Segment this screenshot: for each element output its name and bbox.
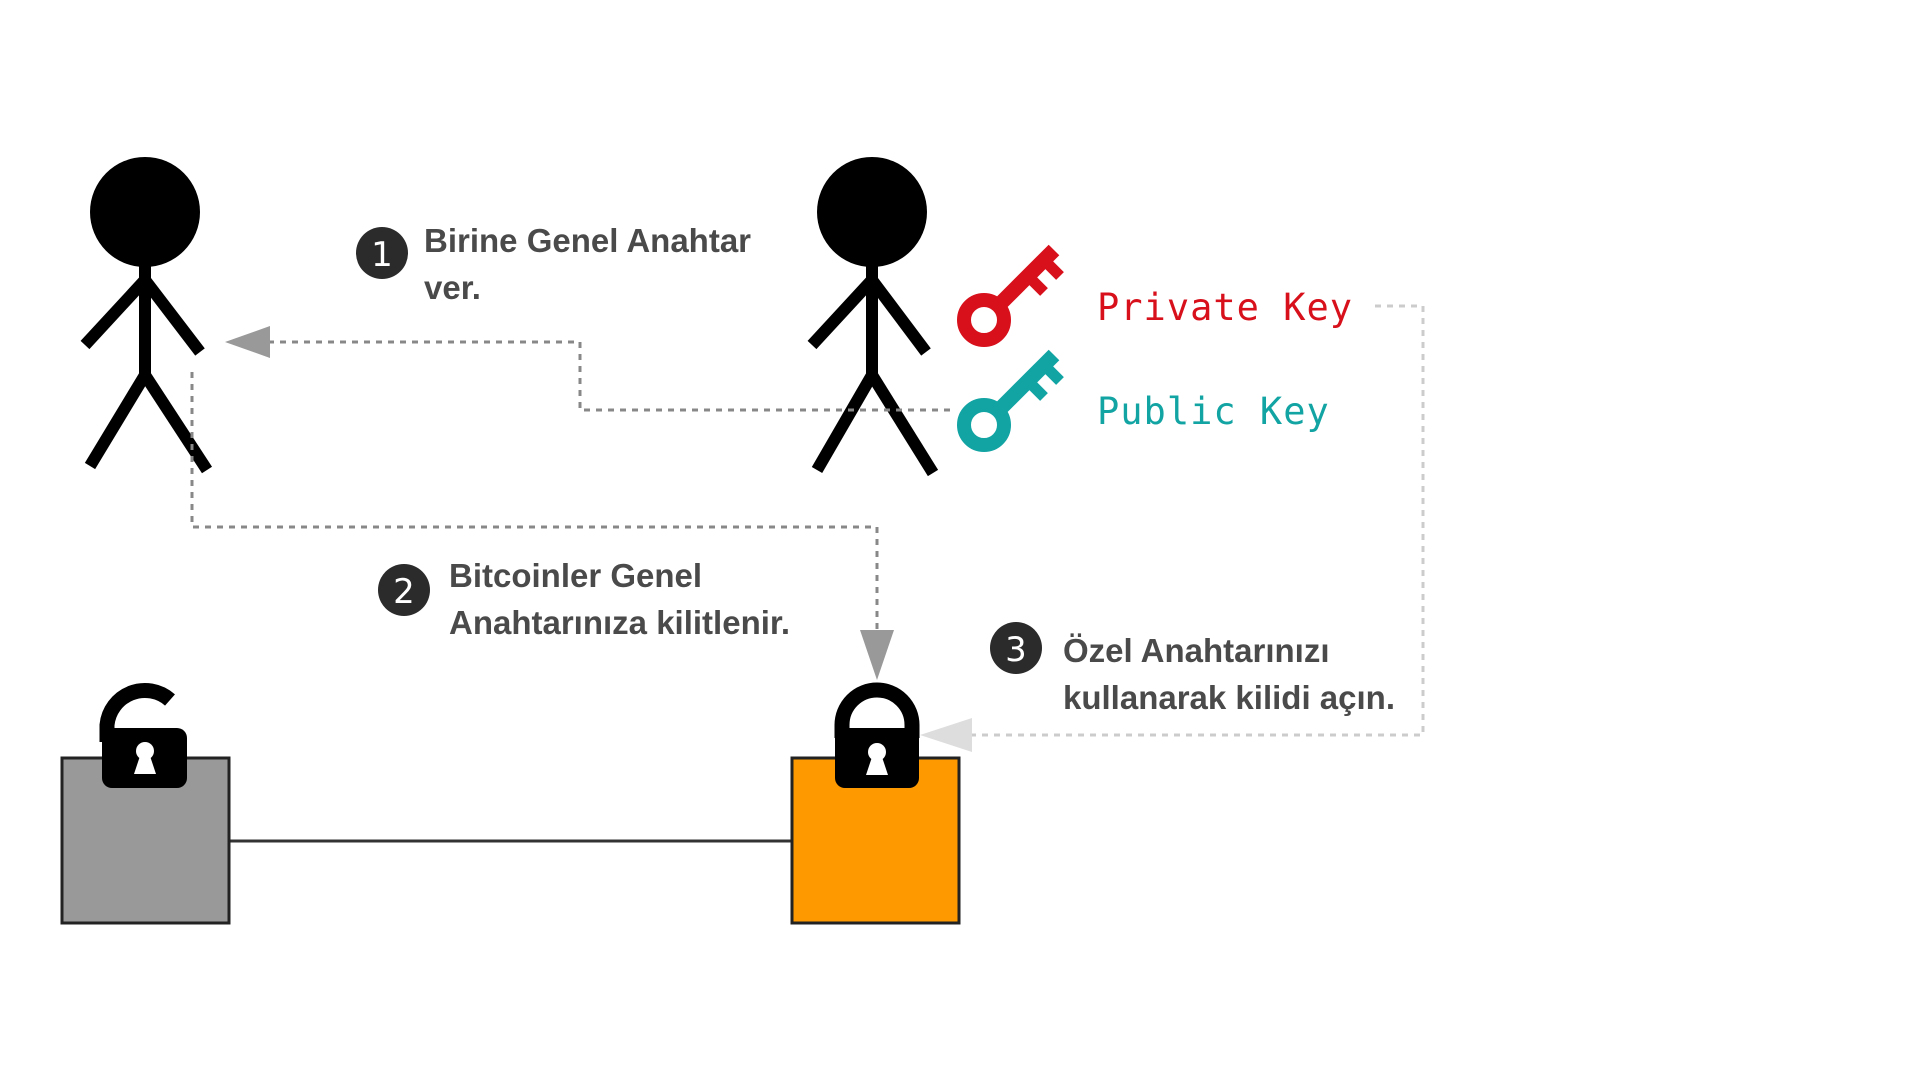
step-2-text-line-2: Anahtarınıza kilitlenir. <box>449 604 790 641</box>
step-1-number: 1 <box>371 235 393 275</box>
step-1-badge <box>356 227 408 279</box>
connector-step-3 <box>970 304 1425 737</box>
private-key-icon <box>964 250 1060 340</box>
step-2-number: 2 <box>393 572 415 612</box>
step-3-number: 3 <box>1005 630 1027 670</box>
step-1-text-line-2: ver. <box>424 269 481 306</box>
person-right-icon <box>807 157 939 477</box>
step-1: 1 Birine Genel Anahtar ver. <box>356 222 751 306</box>
step-3-badge <box>990 622 1042 674</box>
arrow-step-2 <box>860 630 894 680</box>
step-2: 2 Bitcoinler Genel Anahtarınıza kilitlen… <box>378 557 790 641</box>
connector-step-2 <box>190 372 879 630</box>
person-left-icon <box>80 157 213 474</box>
arrow-step-1 <box>225 326 270 358</box>
step-2-text-line-1: Bitcoinler Genel <box>449 557 702 594</box>
connector-step-1 <box>270 340 950 412</box>
unlocked-padlock-icon <box>99 683 187 788</box>
step-2-badge <box>378 564 430 616</box>
step-3: 3 Özel Anahtarınızı kullanarak kilidi aç… <box>990 622 1395 716</box>
arrow-step-3 <box>920 718 972 752</box>
locked-padlock-icon <box>834 682 920 788</box>
step-3-text-line-1: Özel Anahtarınızı <box>1063 632 1329 669</box>
public-key-label: Public Key <box>1097 390 1330 433</box>
step-1-text-line-1: Birine Genel Anahtar <box>424 222 751 259</box>
private-key-label: Private Key <box>1097 286 1353 329</box>
public-key-icon <box>964 355 1060 445</box>
step-3-text-line-2: kullanarak kilidi açın. <box>1063 679 1395 716</box>
